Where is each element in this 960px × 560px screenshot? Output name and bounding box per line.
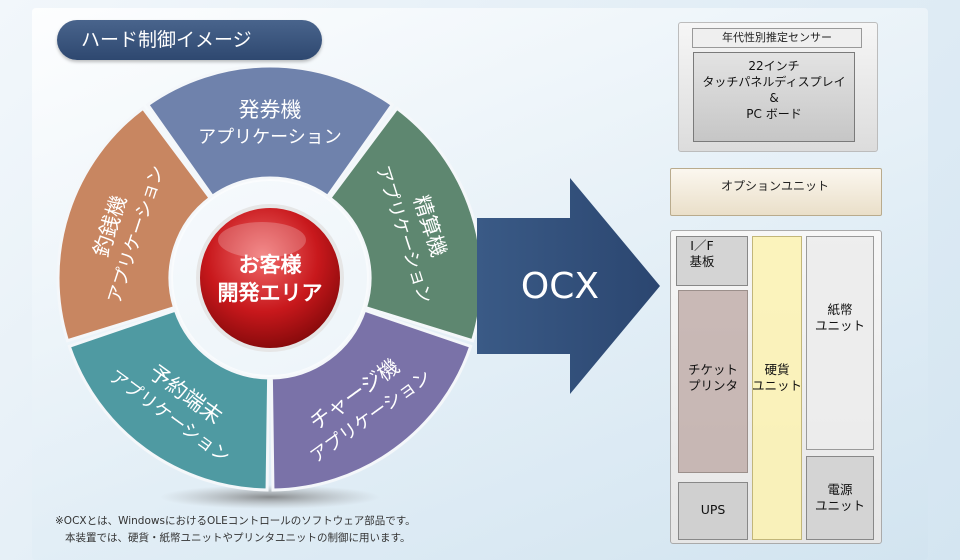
center-label-line2: 開発エリア <box>218 281 323 305</box>
power-unit-label: 電源ユニット <box>814 482 865 513</box>
center-highlight <box>218 222 306 258</box>
wheel-segment <box>327 106 484 343</box>
footnote-line-1: ※OCXとは、WindowsにおけるOLEコントロールのソフトウェア部品です。 <box>55 515 416 527</box>
display-line-1: 22インチ <box>748 59 800 73</box>
coin-unit-label: 硬貨ユニット <box>752 362 803 393</box>
coin-unit-zone <box>752 236 802 540</box>
wheel-segment <box>269 308 473 492</box>
option-unit <box>670 168 882 216</box>
center-label-line1: お客様 <box>239 253 303 277</box>
bill-unit-label: 紙幣ユニット <box>814 302 865 333</box>
ocx-arrow <box>477 178 660 394</box>
center-ball <box>196 204 344 352</box>
wheel-segment <box>67 308 271 492</box>
footnote: ※OCXとは、WindowsにおけるOLEコントロールのソフトウェア部品です。 … <box>55 513 495 547</box>
page-title: ハード制御イメージ <box>57 20 322 60</box>
display-line-2: タッチパネルディスプレイ <box>702 75 846 89</box>
wheel-segment <box>145 64 395 199</box>
wheel-segment <box>56 106 213 343</box>
ups-label: UPS <box>700 502 726 517</box>
ticket-printer-zone <box>678 290 748 473</box>
if-board-zone <box>676 236 748 286</box>
wheel-segment-label: 発券機 <box>239 98 302 122</box>
ticket-printer-label: チケットプリンタ <box>687 362 738 393</box>
power-unit-zone <box>806 456 874 540</box>
ocx-arrow-label: OCX <box>521 266 599 307</box>
display-unit: 22インチ タッチパネルディスプレイ & PC ボード <box>693 52 855 142</box>
bill-unit-zone <box>806 236 874 450</box>
footnote-line-2: 本装置では、硬貨・紙幣ユニットやプリンタユニットの制御に用います。 <box>65 532 411 544</box>
display-line-4: PC ボード <box>746 107 802 121</box>
ups-zone <box>678 482 748 540</box>
display-line-3: & <box>769 91 779 105</box>
option-unit-label: オプションユニット <box>720 179 829 193</box>
wheel-shadow <box>160 485 380 509</box>
sensor-label: 年代性別推定センサー <box>692 28 862 48</box>
wheel-segment-label: アプリケーション <box>198 127 342 148</box>
